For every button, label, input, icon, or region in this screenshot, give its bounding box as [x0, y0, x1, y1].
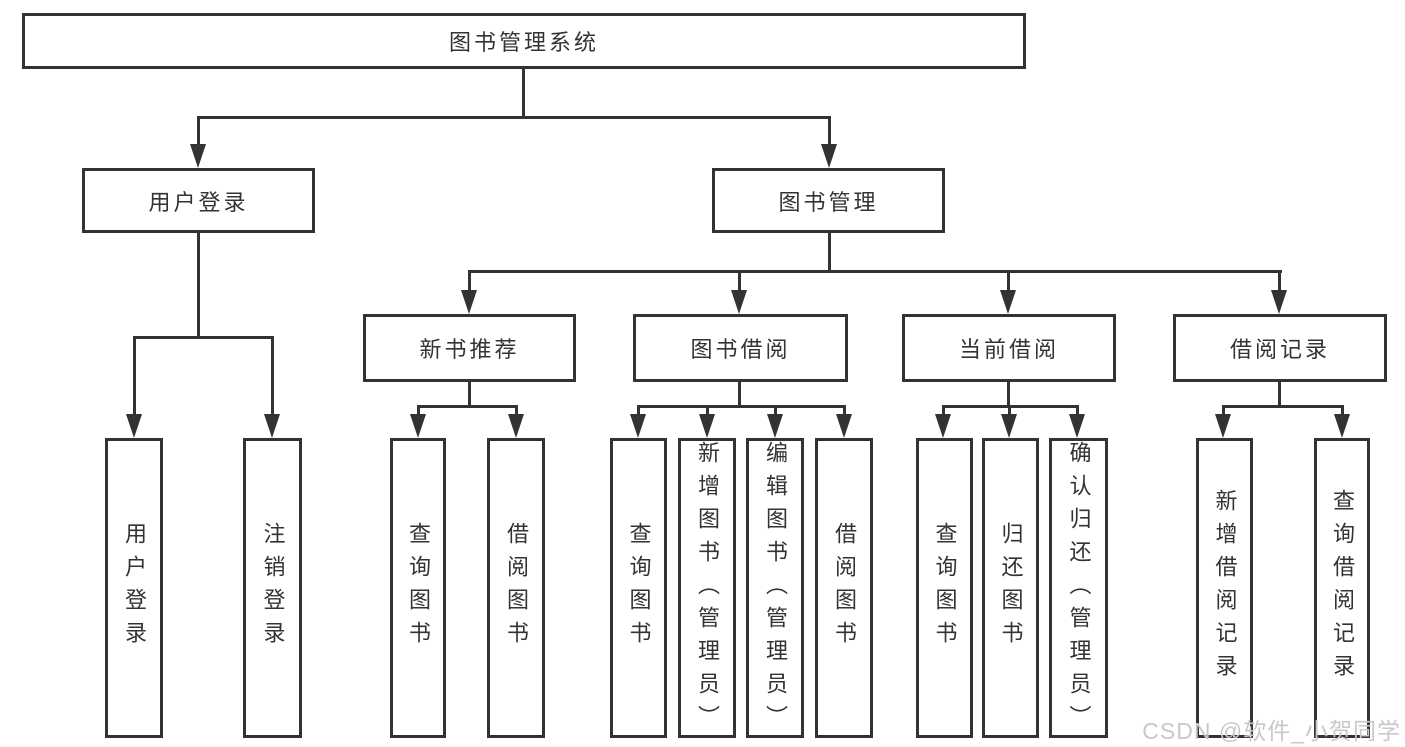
connector-bookborrow-hline [637, 405, 844, 408]
arrowhead-icon [410, 414, 426, 438]
arrowhead-icon [699, 414, 715, 438]
node-book-borrowing: 图书借阅 [633, 314, 848, 382]
connector-drop-user-login [197, 116, 200, 146]
connector-borrowrecords-stub [1278, 382, 1281, 408]
leaf-edit-books-admin: 编辑图书（管理员） [746, 438, 804, 738]
node-current-borrowing: 当前借阅 [902, 314, 1116, 382]
connector-drop [515, 405, 518, 416]
node-user-login: 用户登录 [82, 168, 315, 233]
connector-drop-leaf-login [133, 336, 136, 416]
leaf-add-borrow-record: 新增借阅记录 [1196, 438, 1253, 738]
connector-drop-leaf-logout [271, 336, 274, 416]
arrowhead-icon [1215, 414, 1231, 438]
leaf-query-books-recommend: 查询图书 [390, 438, 446, 738]
leaf-borrow-books-borrowing: 借阅图书 [815, 438, 873, 738]
arrowhead-newbook-icon [461, 290, 477, 314]
connector-drop [774, 405, 777, 416]
leaf-return-books: 归还图书 [982, 438, 1039, 738]
arrowhead-book-mgmt-icon [821, 144, 837, 168]
connector-userlogin-stub [197, 233, 200, 339]
connector-drop [1008, 405, 1011, 416]
node-borrowing-records: 借阅记录 [1173, 314, 1387, 382]
arrowhead-borrowrecords-icon [1271, 290, 1287, 314]
arrowhead-leaf-login-icon [126, 414, 142, 438]
connector-drop [1341, 405, 1344, 416]
connector-drop-newbook [468, 270, 471, 292]
connector-drop [417, 405, 420, 416]
connector-drop [1076, 405, 1079, 416]
leaf-user-login: 用户登录 [105, 438, 163, 738]
connector-bookmgmt-hline [468, 270, 1282, 273]
connector-drop-bookborrow [738, 270, 741, 292]
connector-drop-borrowrecords [1278, 270, 1281, 292]
connector-userlogin-hline [133, 336, 274, 339]
arrowhead-bookborrow-icon [731, 290, 747, 314]
leaf-query-books-borrowing: 查询图书 [610, 438, 667, 738]
connector-currentborrow-stub [1007, 382, 1010, 408]
connector-drop [942, 405, 945, 416]
leaf-query-borrow-record: 查询借阅记录 [1314, 438, 1370, 738]
node-new-book-recommend: 新书推荐 [363, 314, 576, 382]
leaf-add-books-admin: 新增图书（管理员） [678, 438, 736, 738]
connector-borrowrecords-hline [1222, 405, 1343, 408]
leaf-borrow-books-recommend: 借阅图书 [487, 438, 545, 738]
node-library-management-system: 图书管理系统 [22, 13, 1026, 69]
connector-newbook-hline [417, 405, 518, 408]
connector-drop [843, 405, 846, 416]
leaf-query-books-current: 查询图书 [916, 438, 973, 738]
csdn-watermark: CSDN @软件_小贺同学 [1142, 718, 1401, 744]
arrowhead-user-login-icon [190, 144, 206, 168]
connector-drop-currentborrow [1007, 270, 1010, 292]
arrowhead-icon [1069, 414, 1085, 438]
arrowhead-icon [1334, 414, 1350, 438]
arrowhead-icon [935, 414, 951, 438]
connector-drop [1222, 405, 1225, 416]
connector-root-hline [197, 116, 831, 119]
arrowhead-currentborrow-icon [1000, 290, 1016, 314]
connector-bookborrow-stub [738, 382, 741, 408]
arrowhead-icon [630, 414, 646, 438]
connector-newbook-stub [468, 382, 471, 408]
node-book-management: 图书管理 [712, 168, 945, 233]
leaf-logout: 注销登录 [243, 438, 302, 738]
connector-drop-book-mgmt [828, 116, 831, 146]
connector-drop [706, 405, 709, 416]
arrowhead-icon [836, 414, 852, 438]
arrowhead-icon [767, 414, 783, 438]
connector-root-stub [522, 69, 525, 118]
arrowhead-leaf-logout-icon [264, 414, 280, 438]
arrowhead-icon [508, 414, 524, 438]
connector-drop [637, 405, 640, 416]
arrowhead-icon [1001, 414, 1017, 438]
connector-bookmgmt-stub [828, 233, 831, 273]
leaf-confirm-return-admin: 确认归还（管理员） [1049, 438, 1108, 738]
